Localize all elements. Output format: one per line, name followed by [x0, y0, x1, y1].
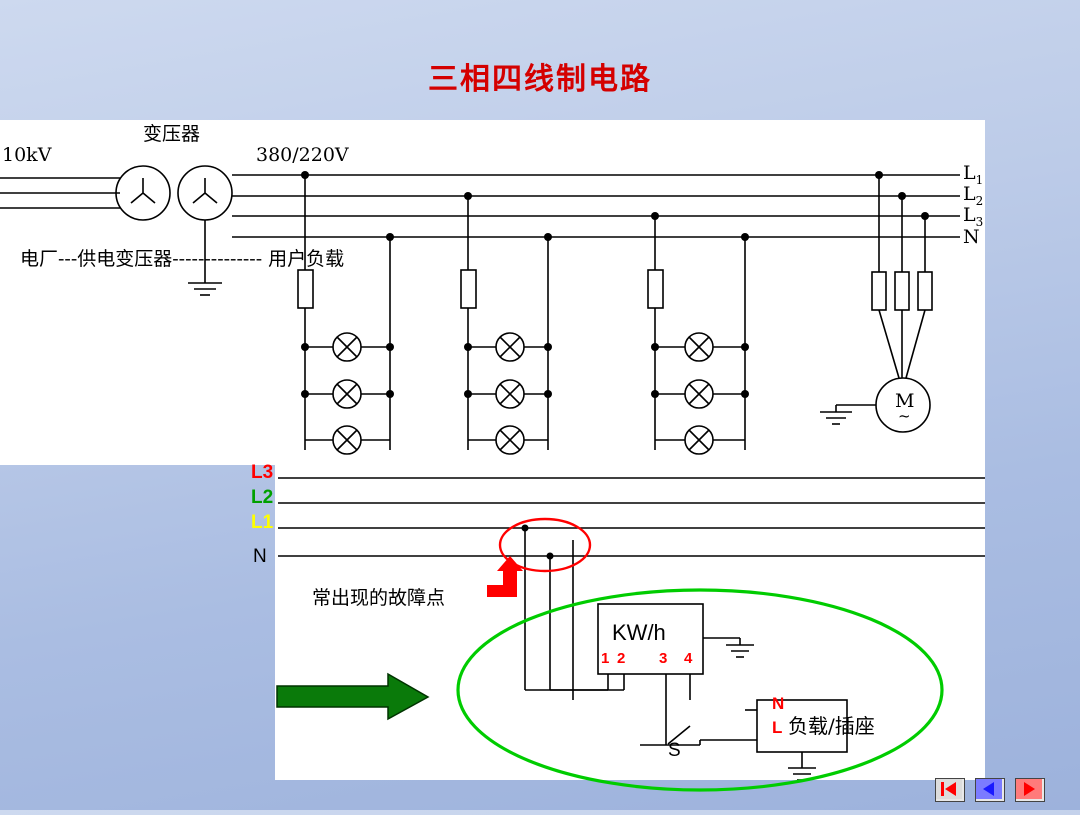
load-label: 负载/插座 — [788, 714, 875, 738]
meter-terminal-1: 1 — [601, 650, 610, 667]
bus-label-l3: L3 — [963, 204, 984, 229]
next-slide-button[interactable] — [1015, 778, 1045, 802]
bottom-bus-label-l1: L1 — [251, 512, 274, 533]
label-voltage-in: 10kV — [2, 144, 52, 166]
label-transformer: 变压器 — [143, 123, 201, 145]
bus-label-n: N — [963, 226, 980, 248]
previous-slide-button[interactable] — [975, 778, 1005, 802]
label-voltage-out: 380/220V — [256, 144, 349, 166]
switch-label: S — [668, 740, 681, 761]
meter-terminal-3: 3 — [659, 650, 668, 667]
meter-terminal-2: 2 — [617, 650, 626, 667]
fault-arrow — [487, 556, 523, 597]
fault-note-label: 常出现的故障点 — [312, 587, 446, 609]
first-slide-button[interactable] — [935, 778, 965, 802]
bottom-bus-label-n: N — [253, 546, 267, 567]
bus-label-l1: L1 — [963, 162, 984, 187]
meter-label: KW/h — [612, 620, 666, 645]
label-power-flow: 电厂---供电变压器-------------- 用户负载 — [20, 248, 345, 270]
bottom-bus-label-l3: L3 — [251, 462, 274, 483]
load-terminal-l: L — [772, 718, 783, 737]
bottom-bus-label-l2: L2 — [251, 487, 274, 508]
page-title: 三相四线制电路 — [428, 62, 652, 97]
bus-label-l2: L2 — [963, 183, 984, 208]
green-arrow — [276, 672, 430, 721]
motor-type-label: ~ — [898, 407, 911, 425]
highlight-ellipse — [456, 588, 944, 792]
load-terminal-n: N — [772, 694, 785, 713]
meter-terminal-4: 4 — [684, 650, 693, 667]
motor-label: M — [895, 390, 915, 412]
fault-point-circle — [498, 517, 592, 573]
